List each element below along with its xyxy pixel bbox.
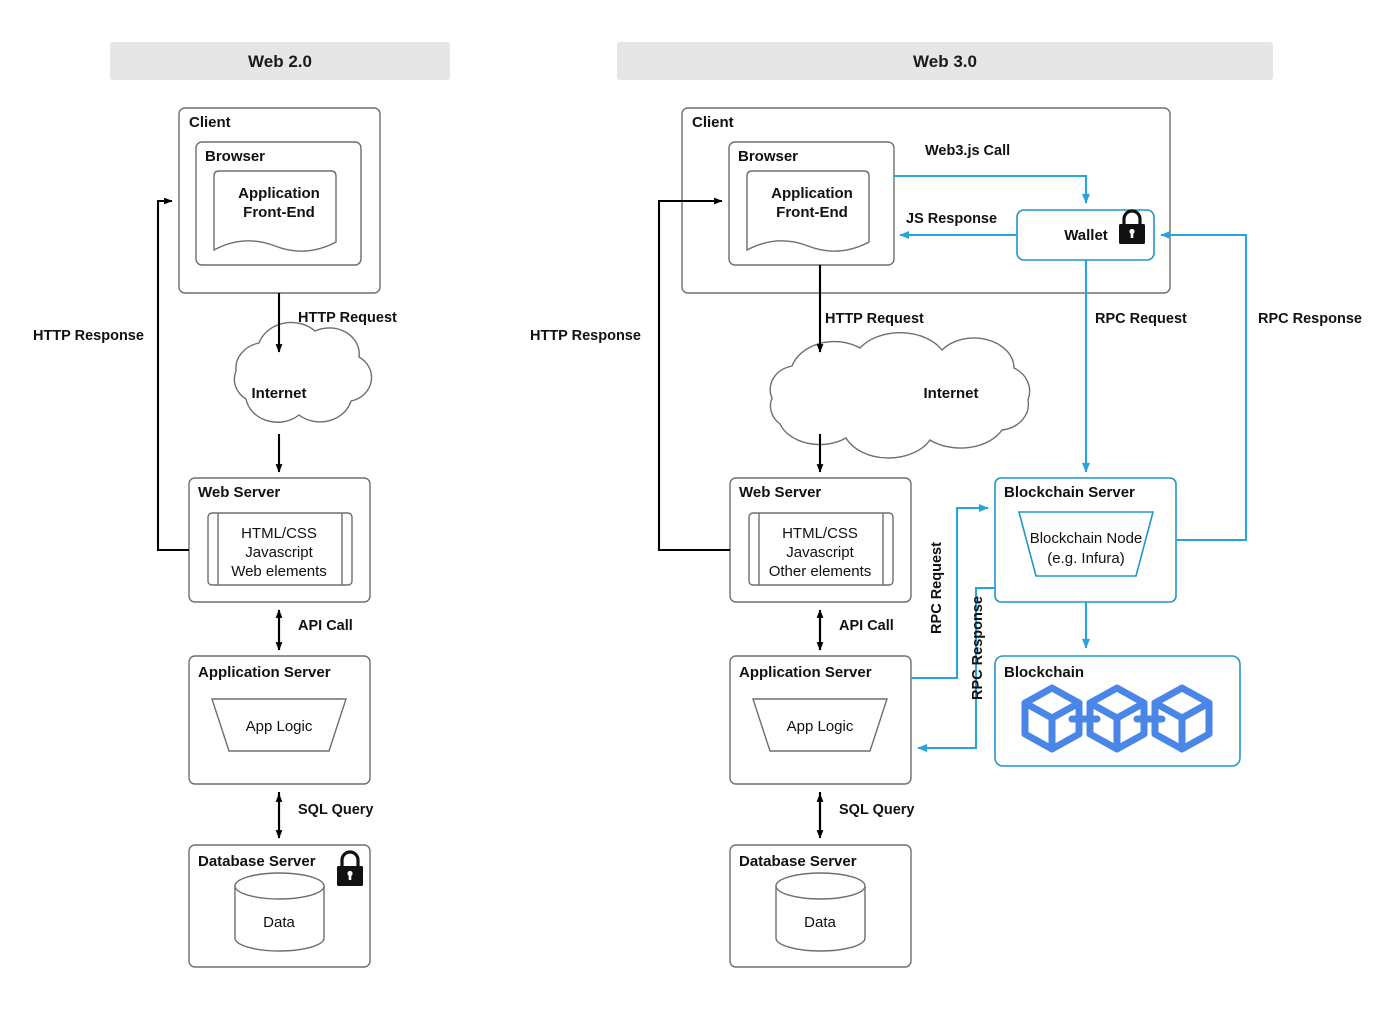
client-label-web3: Client xyxy=(692,114,734,131)
edge-label-sql-query-web3: SQL Query xyxy=(839,802,914,818)
application-frontend-shape-web2[interactable] xyxy=(213,170,337,252)
blockchain-server-label-web3: Blockchain Server xyxy=(1004,484,1135,501)
flow-rpc-response-top xyxy=(1160,230,1248,542)
database-server-label-web3: Database Server xyxy=(739,853,857,870)
edge-label-rpc-response-mid: RPC Response xyxy=(970,596,986,700)
flow-http-response-web2 xyxy=(156,197,189,552)
application-server-label-web3: Application Server xyxy=(739,664,872,681)
flow-rpc-request-mid xyxy=(911,504,989,680)
panel-web3: Web 3.0 Client Browser Application Front… xyxy=(530,42,1362,968)
web-server-label-web3: Web Server xyxy=(739,484,821,501)
application-frontend-line1-web3: Application xyxy=(771,185,853,202)
wallet-label-web3: Wallet xyxy=(1064,227,1108,244)
web-server-line2-web3: Javascript xyxy=(786,544,854,561)
client-label-web2: Client xyxy=(189,114,231,131)
edge-label-http-request-web2: HTTP Request xyxy=(298,310,397,326)
application-frontend-line2-web2: Front-End xyxy=(243,204,315,221)
edge-label-js-response: JS Response xyxy=(906,211,997,227)
web-server-line3-web3: Other elements xyxy=(769,563,872,580)
lock-icon xyxy=(1119,209,1145,244)
application-frontend-line2-web3: Front-End xyxy=(776,204,848,221)
edge-label-http-response-web3: HTTP Response xyxy=(530,328,641,344)
blockchain-node-line1-web3: Blockchain Node xyxy=(1030,530,1143,547)
blockchain-node-shape-web3[interactable] xyxy=(1017,511,1155,577)
blockchain-label-web3: Blockchain xyxy=(1004,664,1084,681)
browser-label-web3: Browser xyxy=(738,148,798,165)
app-logic-label-web3: App Logic xyxy=(787,718,854,735)
browser-label-web2: Browser xyxy=(205,148,265,165)
panel-web2: Web 2.0 Client Browser Application Front… xyxy=(33,42,450,968)
edge-label-sql-query-web2: SQL Query xyxy=(298,802,373,818)
blockchain-cubes-icon xyxy=(1021,684,1213,753)
edge-label-api-call-web3: API Call xyxy=(839,618,894,634)
flow-http-response-web3 xyxy=(657,197,730,552)
app-logic-label-web2: App Logic xyxy=(246,718,313,735)
flow-rpc-response-mid xyxy=(917,586,995,752)
data-label-web3: Data xyxy=(804,914,836,931)
edge-label-rpc-request-top: RPC Request xyxy=(1095,311,1187,327)
lock-icon xyxy=(337,850,363,886)
web-server-line1-web2: HTML/CSS xyxy=(241,525,317,542)
application-frontend-line1-web2: Application xyxy=(238,185,320,202)
internet-label-web3: Internet xyxy=(923,385,978,402)
panel-title-bar-web2 xyxy=(110,42,450,80)
app-logic-shape-web2[interactable] xyxy=(211,698,347,752)
data-cylinder-web2 xyxy=(234,872,325,952)
app-logic-shape-web3[interactable] xyxy=(752,698,888,752)
application-frontend-shape-web3[interactable] xyxy=(746,170,870,252)
panel-title-web2: Web 2.0 xyxy=(248,52,312,71)
internet-cloud-web3 xyxy=(769,331,1031,459)
data-label-web2: Data xyxy=(263,914,295,931)
database-server-label-web2: Database Server xyxy=(198,853,316,870)
web-server-label-web2: Web Server xyxy=(198,484,280,501)
internet-label-web2: Internet xyxy=(251,385,306,402)
internet-cloud-web2 xyxy=(233,321,373,423)
data-cylinder-web3 xyxy=(775,872,866,952)
web-server-predefined-process-web3 xyxy=(748,512,894,586)
panel-title-web3: Web 3.0 xyxy=(913,52,977,71)
edge-label-web3js-call: Web3.js Call xyxy=(925,143,1010,159)
application-server-label-web2: Application Server xyxy=(198,664,331,681)
edge-label-rpc-response-top: RPC Response xyxy=(1258,311,1362,327)
panel-title-bar-web3 xyxy=(617,42,1273,80)
edge-label-http-response-web2: HTTP Response xyxy=(33,328,144,344)
web-server-line1-web3: HTML/CSS xyxy=(782,525,858,542)
edge-label-api-call-web2: API Call xyxy=(298,618,353,634)
web-server-line2-web2: Javascript xyxy=(245,544,313,561)
web-server-predefined-process-web2 xyxy=(207,512,353,586)
blockchain-node-line2-web3: (e.g. Infura) xyxy=(1047,550,1125,567)
flow-web3js-call xyxy=(894,174,1090,204)
web-server-line3-web2: Web elements xyxy=(231,563,327,580)
edge-label-http-request-web3: HTTP Request xyxy=(825,311,924,327)
edge-label-rpc-request-mid: RPC Request xyxy=(929,542,945,634)
